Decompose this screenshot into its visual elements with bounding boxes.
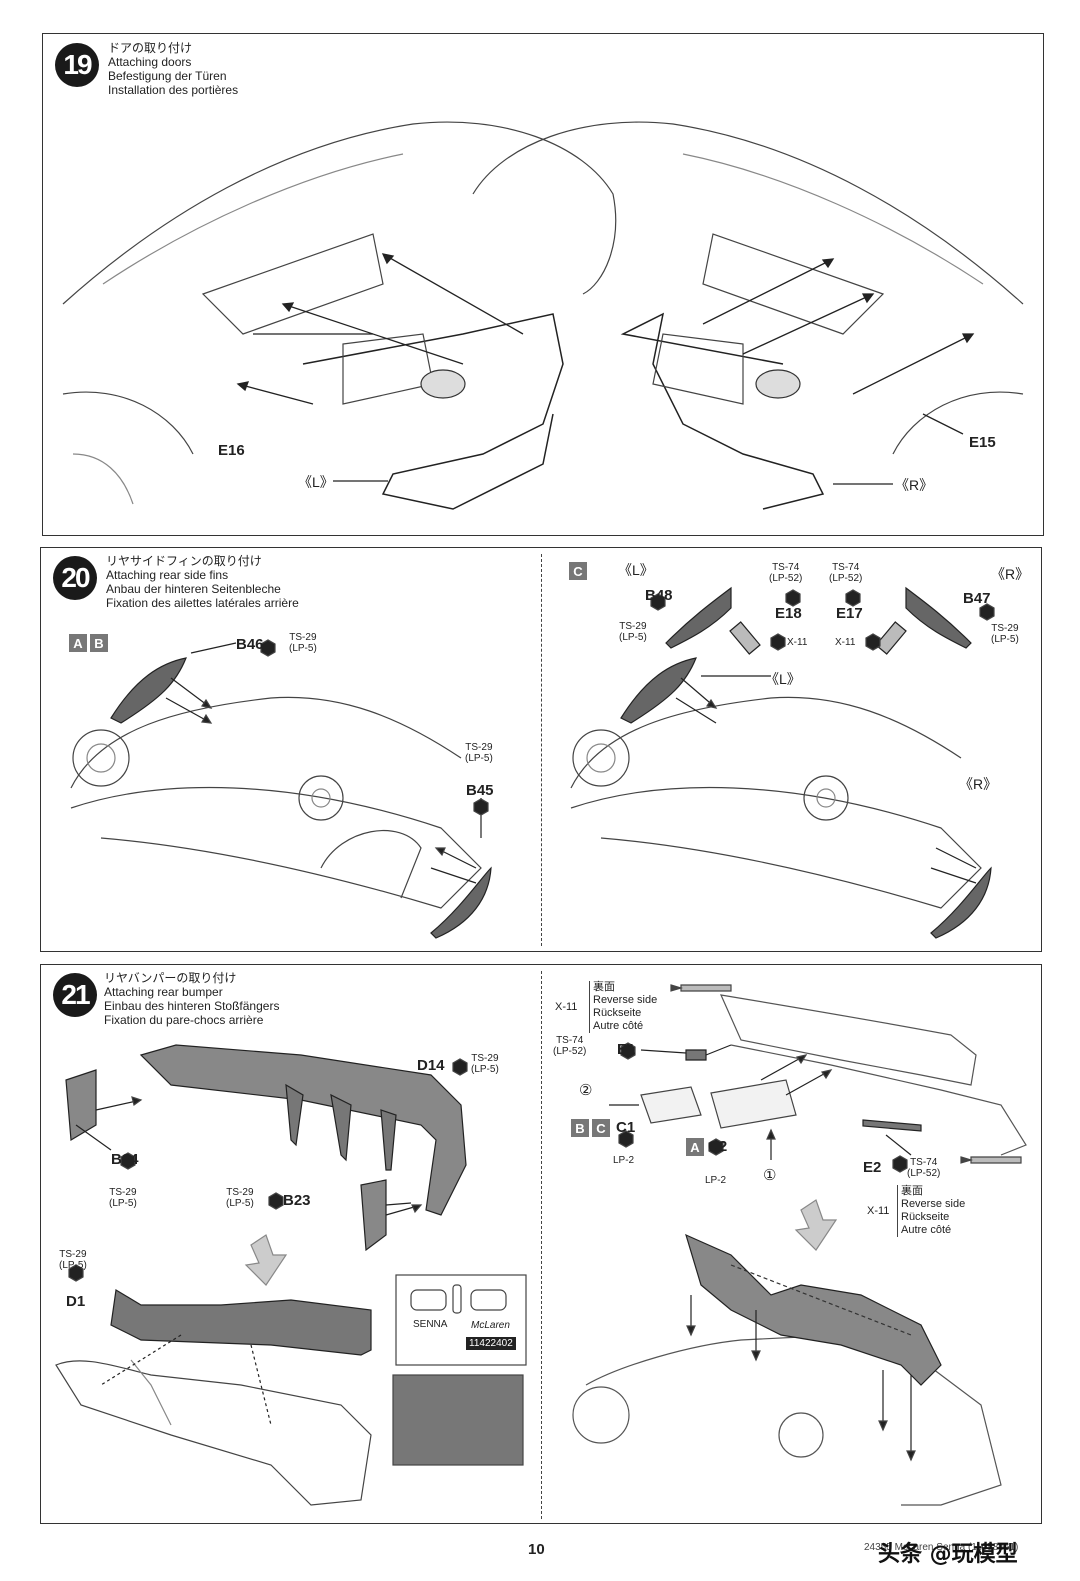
paint-e18-x11: X-11 — [787, 637, 808, 648]
step-ref-two: ② — [579, 1082, 593, 1099]
paint-e1-label: TS-74(LP-52) — [553, 1035, 587, 1057]
step-20-title: リヤサイドフィンの取り付け Attaching rear side fins A… — [106, 554, 299, 610]
variant-b-badge: B — [90, 634, 108, 652]
part-b46-label: B46 — [236, 636, 264, 653]
title-fr: Fixation du pare-chocs arrière — [104, 1013, 264, 1027]
page-number: 10 — [528, 1541, 545, 1558]
step-20-panel: 20 リヤサイドフィンの取り付け Attaching rear side fin… — [40, 547, 1042, 952]
part-e15-label: E15 — [969, 434, 996, 451]
title-de: Einbau des hinteren Stoßfängers — [104, 999, 280, 1013]
part-d14-label: D14 — [417, 1057, 445, 1074]
paint-e17-x11: X-11 — [835, 637, 856, 648]
step-19-drawing — [62, 121, 1024, 510]
title-fr: Fixation des ailettes latérales arrière — [106, 596, 299, 610]
part-e17-label: E17 — [836, 605, 863, 622]
watermark: 头条 @玩模型 — [878, 1542, 1018, 1567]
step-19-panel: 19 ドアの取り付け Attaching doors Befestigung d… — [42, 33, 1044, 536]
page-footer: 24355 McLaren Senna (11058061) — [864, 1542, 1019, 1553]
title-en: Attaching doors — [108, 55, 192, 69]
variant-a-badge: A — [69, 634, 87, 652]
part-c2-label: C2 — [708, 1138, 728, 1155]
title-en: Attaching rear bumper — [104, 985, 223, 999]
step-21-drawing — [55, 984, 1027, 1506]
step-21-divider — [541, 971, 542, 1519]
decal-senna-text: SENNA — [413, 1319, 448, 1330]
variant-c-badge: C — [569, 562, 587, 580]
part-b47-label: B47 — [963, 590, 991, 607]
step-21-badge: 21 — [53, 973, 97, 1017]
title-en: Attaching rear side fins — [106, 568, 229, 582]
step-19-badge: 19 — [55, 43, 99, 87]
step-ref-one: ① — [763, 1167, 777, 1184]
paint-b24-label: TS-29(LP-5) — [109, 1187, 137, 1209]
part-b23-label: B23 — [283, 1192, 311, 1209]
paint-c1-label: LP-2 — [613, 1155, 635, 1166]
part-b48-label: B48 — [645, 587, 673, 604]
side-left-label: 《L》 — [298, 474, 334, 490]
variant-c-badge: C — [592, 1119, 610, 1137]
side-left-label-2: 《L》 — [765, 671, 801, 687]
decal-code: 11422402 — [466, 1337, 516, 1350]
variant-a-badge: A — [686, 1138, 704, 1156]
step-21-title: リヤバンパーの取り付け Attaching rear bumper Einbau… — [104, 971, 279, 1027]
side-right-label-2: 《R》 — [959, 776, 998, 792]
part-e16-label: E16 — [218, 442, 245, 459]
part-d1-label: D1 — [66, 1293, 86, 1310]
title-de: Befestigung der Türen — [108, 69, 227, 83]
step-21-panel: 21 リヤバンパーの取り付け Attaching rear bumper Ein… — [40, 964, 1042, 1524]
paint-c2-label: LP-2 — [705, 1175, 727, 1186]
part-b45-label: B45 — [466, 782, 494, 799]
paint-d14-label: TS-29(LP-5) — [471, 1053, 499, 1075]
title-ja: ドアの取り付け — [108, 41, 193, 55]
title-fr: Installation des portières — [108, 83, 239, 97]
title-ja: リヤバンパーの取り付け — [104, 971, 237, 985]
part-e1-label: E1 — [617, 1041, 636, 1058]
title-de: Anbau der hinteren Seitenbleche — [106, 582, 281, 596]
paint-b48-label: TS-29(LP-5) — [619, 621, 647, 643]
paint-e17-label: TS-74(LP-52) — [829, 562, 863, 584]
step-20-divider — [541, 554, 542, 946]
step-20-drawing — [70, 586, 995, 939]
side-right-label: 《R》 — [895, 477, 934, 493]
part-e2-label: E2 — [863, 1159, 882, 1176]
paint-e18-label: TS-74(LP-52) — [769, 562, 803, 584]
paint-d1-label: TS-29(LP-5) — [59, 1249, 87, 1271]
side-left-label: 《L》 — [618, 562, 654, 578]
part-c1-label: C1 — [616, 1119, 636, 1136]
part-b24-label: B24 — [111, 1151, 139, 1168]
paint-e2-label: TS-74(LP-52) — [907, 1157, 941, 1179]
title-ja: リヤサイドフィンの取り付け — [106, 554, 262, 568]
variant-b-badge: B — [571, 1119, 589, 1137]
step-19-title: ドアの取り付け Attaching doors Befestigung der … — [108, 41, 238, 97]
side-right-label: 《R》 — [991, 566, 1030, 582]
paint-b23-label: TS-29(LP-5) — [226, 1187, 254, 1209]
paint-b46-label: TS-29(LP-5) — [289, 632, 317, 654]
paint-b47-label: TS-29(LP-5) — [991, 623, 1019, 645]
decal-mclaren-text: McLaren — [471, 1320, 510, 1331]
paint-b45-label: TS-29(LP-5) — [465, 742, 493, 764]
step-20-badge: 20 — [53, 556, 97, 600]
part-e18-label: E18 — [775, 605, 802, 622]
